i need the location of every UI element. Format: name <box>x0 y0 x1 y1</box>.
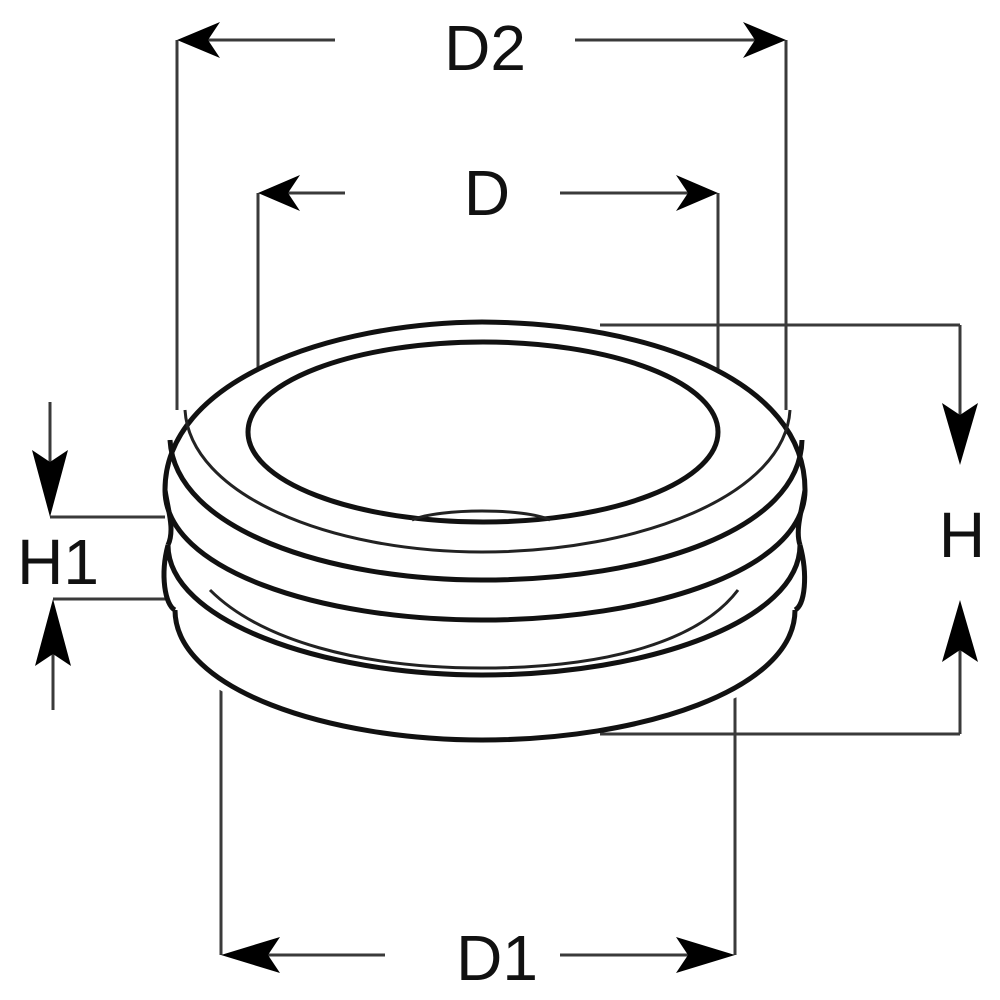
bottom-band-left-side <box>161 544 177 613</box>
d-arrow-left-icon <box>258 175 300 211</box>
flange-top-outer-edge <box>162 319 808 491</box>
dimension-d1: D1 <box>219 590 737 994</box>
h-arrow-down-icon <box>942 403 978 465</box>
middle-band-edge <box>162 489 808 623</box>
dimension-d2: D2 <box>175 12 788 410</box>
flange-right-side <box>795 489 808 546</box>
d1-label: D1 <box>456 922 538 994</box>
groove-inner-edge <box>208 588 740 670</box>
d2-arrow-right-icon <box>743 22 786 58</box>
h-label: H <box>939 499 985 571</box>
bottom-band-top-edge <box>165 544 803 678</box>
flange-left-side <box>162 489 174 547</box>
grommet-part <box>161 319 808 743</box>
h-arrow-up-icon <box>942 600 978 662</box>
dimension-d: D <box>256 157 720 410</box>
bottom-band-right-side <box>793 544 807 613</box>
flange-chamfer-line <box>183 409 792 554</box>
d-arrow-right-icon <box>676 175 718 211</box>
h1-arrow-up-icon <box>35 599 71 666</box>
bottom-band-outline <box>172 609 798 743</box>
dimension-h: H <box>600 323 985 736</box>
d1-arrow-left-icon <box>221 937 280 973</box>
flange-lower-edge <box>167 439 805 583</box>
bore-bottom-lens <box>411 509 551 522</box>
d2-arrow-left-icon <box>177 22 220 58</box>
d2-label: D2 <box>444 12 526 84</box>
part-body-fill <box>165 323 805 740</box>
d-label: D <box>464 157 510 229</box>
inner-bore-edge <box>245 339 721 525</box>
h1-arrow-down-icon <box>32 450 68 517</box>
d1-arrow-right-icon <box>676 937 735 973</box>
h1-label: H1 <box>17 526 99 598</box>
dimension-h1: H1 <box>17 402 170 710</box>
